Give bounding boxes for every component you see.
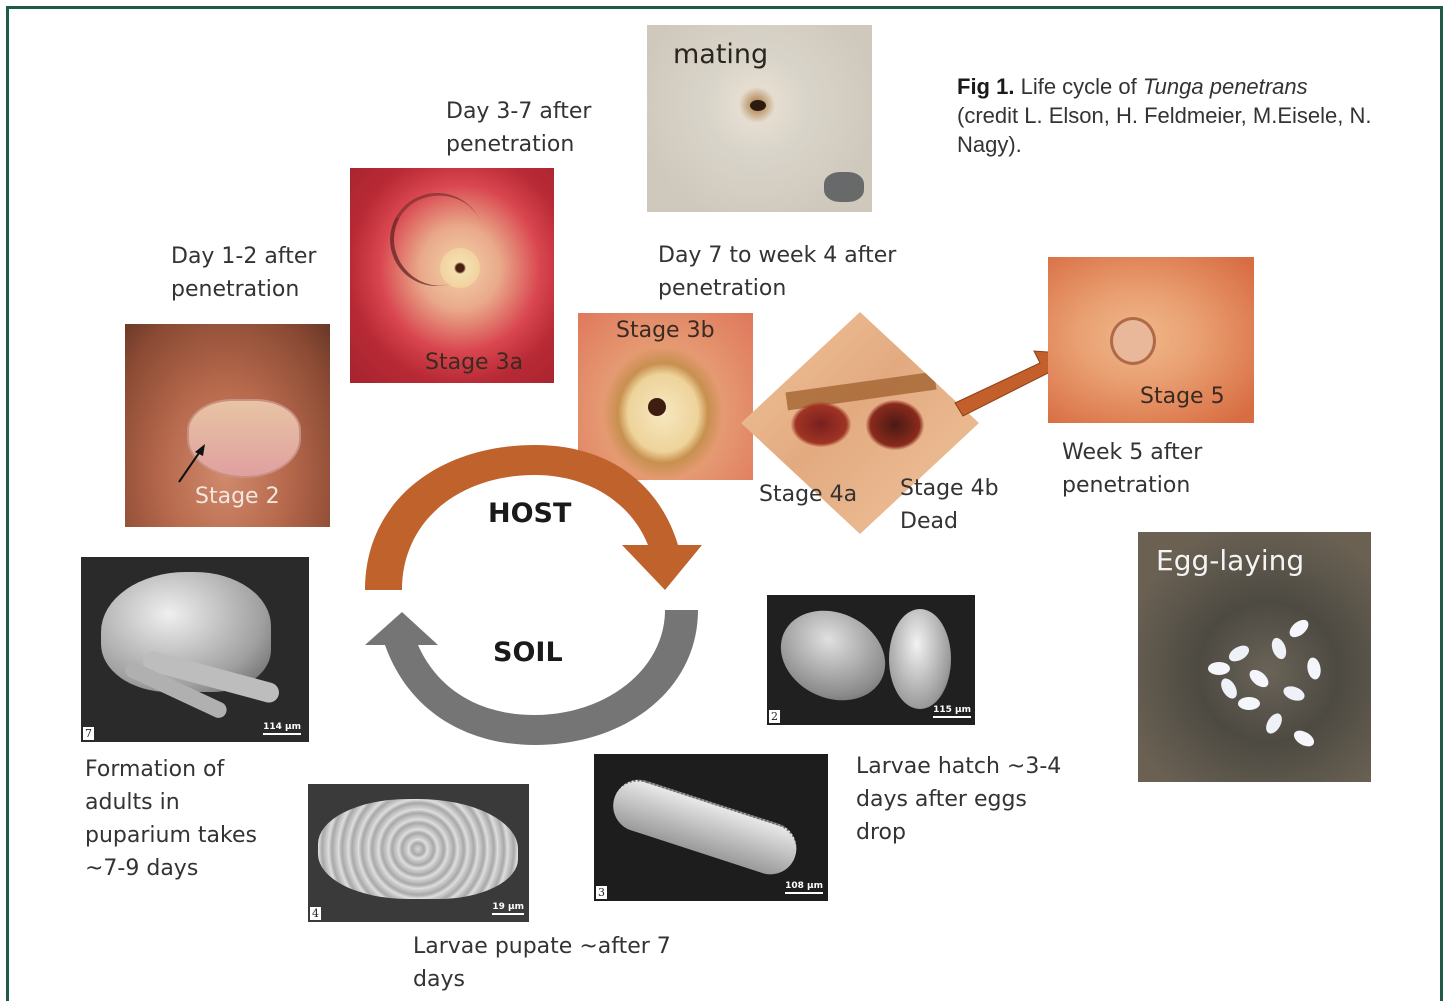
larvae-pupate-line2: days	[413, 963, 671, 996]
adults-formation-line2: adults in	[85, 786, 257, 819]
caption-credit: (credit L. Elson, H. Feldmeier, M.Eisele…	[957, 103, 1371, 157]
adults-formation-label: Formation of adults in puparium takes ~7…	[85, 753, 257, 885]
sem-adult-photo: 7 114 µm	[81, 557, 309, 742]
stage3a-photo: Stage 3a	[350, 168, 554, 383]
day7-week4-line1: Day 7 to week 4 after	[658, 239, 896, 272]
day1-2-line1: Day 1-2 after	[171, 240, 316, 273]
sem-eggs-scale: 115 µm	[933, 705, 971, 715]
adults-formation-line1: Formation of	[85, 753, 257, 786]
stage4b-label: Stage 4b Dead	[900, 472, 999, 538]
day3-7-label: Day 3-7 after penetration	[446, 95, 591, 161]
larvae-hatch-label: Larvae hatch ~3-4 days after eggs drop	[856, 750, 1061, 849]
stage4b-line1: Stage 4b	[900, 472, 999, 505]
arrow-pointer-icon	[175, 442, 215, 487]
day1-2-line2: penetration	[171, 273, 316, 306]
sem-larva-number: 3	[596, 886, 607, 899]
sem-larva-scale: 108 µm	[785, 881, 823, 891]
day7-week4-line2: penetration	[658, 272, 896, 305]
sem-pupa-scale: 19 µm	[492, 902, 524, 912]
sem-pupa-photo: 4 19 µm	[308, 784, 529, 922]
mating-photo: mating	[647, 25, 872, 212]
sem-larva-photo: 3 108 µm	[594, 754, 828, 901]
stage3b-label: Stage 3b	[616, 318, 715, 343]
host-label: HOST	[488, 498, 571, 529]
larvae-pupate-line1: Larvae pupate ~after 7	[413, 930, 671, 963]
soil-label: SOIL	[493, 637, 563, 668]
stage5-label: Stage 5	[1140, 384, 1225, 409]
caption-title-prefix: Life cycle of	[1021, 74, 1143, 99]
adults-formation-line4: ~7-9 days	[85, 852, 257, 885]
adults-formation-line3: puparium takes	[85, 819, 257, 852]
stage2-label: Stage 2	[195, 484, 280, 509]
larvae-hatch-line2: days after eggs	[856, 783, 1061, 816]
day3-7-line1: Day 3-7 after	[446, 95, 591, 128]
life-cycle-arrows	[360, 440, 710, 750]
stage2-photo: Stage 2	[125, 324, 330, 527]
figure-caption: Fig 1. Life cycle of Tunga penetrans (cre…	[957, 72, 1427, 159]
day7-week4-label: Day 7 to week 4 after penetration	[658, 239, 896, 305]
stage4a-label: Stage 4a	[759, 478, 857, 511]
species-name: Tunga penetrans	[1143, 74, 1308, 99]
day3-7-line2: penetration	[446, 128, 591, 161]
eggs-cluster	[1198, 602, 1328, 762]
stage3a-label: Stage 3a	[425, 350, 523, 375]
stage4b-line2: Dead	[900, 505, 999, 538]
egg-laying-photo: Egg-laying	[1138, 532, 1371, 782]
larvae-pupate-label: Larvae pupate ~after 7 days	[413, 930, 671, 996]
day1-2-label: Day 1-2 after penetration	[171, 240, 316, 306]
soil-arrow	[365, 610, 698, 745]
sem-pupa-number: 4	[310, 907, 321, 920]
sem-eggs-photo: 2 115 µm	[767, 595, 975, 725]
sem-adult-number: 7	[83, 727, 94, 740]
week5-line1: Week 5 after	[1062, 436, 1202, 469]
stage5-photo: Stage 5	[1048, 257, 1254, 423]
egg-laying-label: Egg-laying	[1156, 544, 1304, 577]
mating-label: mating	[673, 39, 768, 70]
week5-line2: penetration	[1062, 469, 1202, 502]
figure-label: Fig 1.	[957, 74, 1014, 99]
larvae-hatch-line1: Larvae hatch ~3-4	[856, 750, 1061, 783]
sem-adult-scale: 114 µm	[263, 722, 301, 732]
week5-label: Week 5 after penetration	[1062, 436, 1202, 502]
larvae-hatch-line3: drop	[856, 816, 1061, 849]
sem-eggs-number: 2	[769, 710, 780, 723]
